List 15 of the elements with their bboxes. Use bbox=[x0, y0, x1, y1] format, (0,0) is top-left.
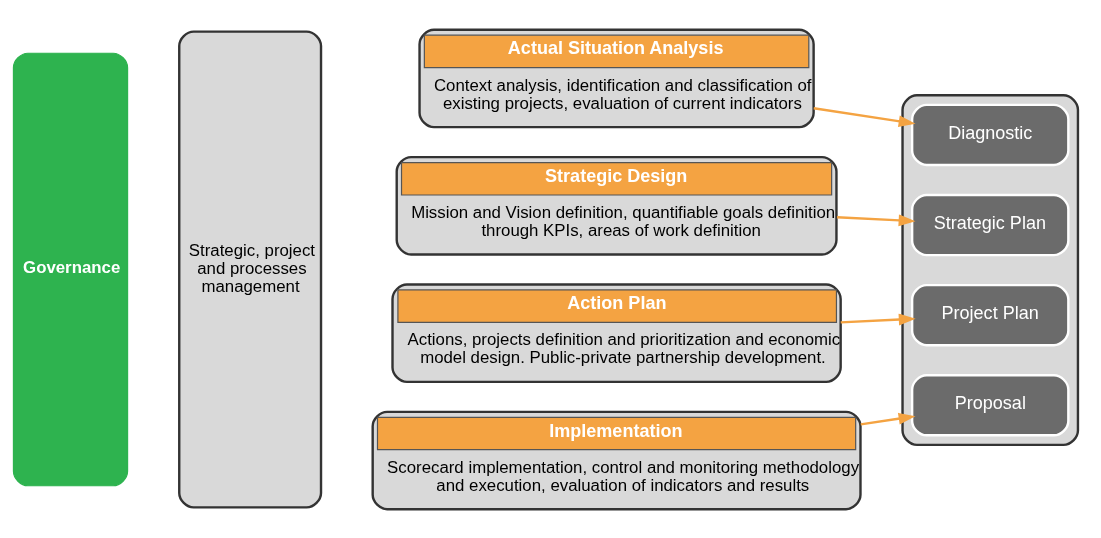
node-box: Strategic, project and processes management bbox=[178, 29, 323, 509]
node-box: Implementation Scorecard implementation, control and monitoring methodology and execution, evaluation of indicators and results bbox=[371, 410, 862, 510]
node-box: Project Plan bbox=[910, 283, 1070, 346]
arrow bbox=[836, 214, 916, 226]
arrow bbox=[860, 412, 916, 426]
node-box: Strategic Design Mission and Vision definition, quantifiable goals definition through KPIs, areas of work definition bbox=[395, 155, 838, 256]
node-box: Action Plan Actions, projects definition and prioritization and economic model design. Public-private partnership development. bbox=[391, 282, 842, 383]
arrow bbox=[840, 313, 916, 325]
node-box: Governance bbox=[12, 52, 129, 486]
arrow bbox=[813, 106, 916, 127]
node-box: Actual Situation Analysis Context analysis, identification and classification of existing projects, evaluation of current indicators bbox=[418, 28, 815, 128]
node-box: Diagnostic bbox=[910, 103, 1070, 166]
node-box: Proposal bbox=[910, 373, 1070, 436]
cluster bbox=[901, 93, 1080, 446]
node-box: Strategic Plan bbox=[910, 193, 1070, 256]
